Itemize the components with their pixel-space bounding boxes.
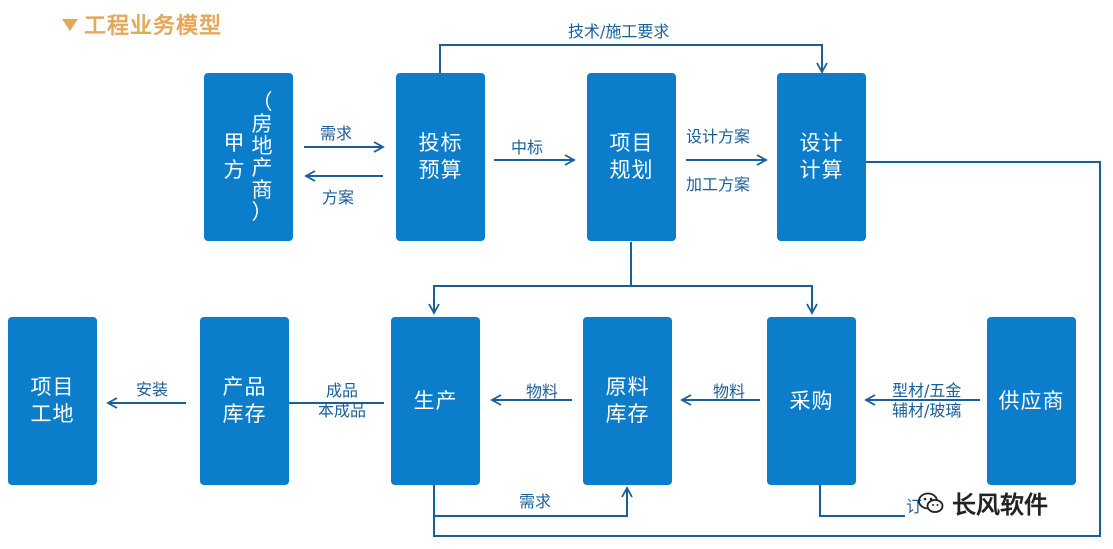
box-jiafang-paren: （ 房 地 产 商 ） bbox=[251, 90, 274, 224]
label-xuqiu: 需求 bbox=[320, 124, 353, 143]
label-chengpin: 成品 本成品 bbox=[318, 381, 367, 420]
label-wuliao-1: 物料 bbox=[526, 382, 559, 401]
box-yuanliao: 原料 库存 bbox=[583, 317, 672, 485]
box-toubiao: 投标 预算 bbox=[396, 73, 485, 241]
label-sheji-fangan: 设计方案 bbox=[686, 127, 751, 146]
label-wuliao-2: 物料 bbox=[713, 382, 746, 401]
line-dinggou bbox=[819, 485, 905, 517]
box-caigou: 采购 bbox=[767, 317, 856, 485]
arrow-guihua-caigou bbox=[631, 285, 818, 315]
box-xiangmu-guihua: 项目 规划 bbox=[587, 73, 676, 241]
box-chanpin: 产品 库存 bbox=[200, 317, 289, 485]
box-shengchan: 生产 bbox=[391, 317, 480, 485]
label-xingcai: 型材/五金 辅材/玻璃 bbox=[892, 381, 962, 420]
box-jiafang: 甲 方 （ 房 地 产 商 ） bbox=[204, 73, 293, 241]
arrow-guihua-shengchan bbox=[428, 242, 632, 315]
label-jiagong-fangan: 加工方案 bbox=[686, 175, 751, 194]
box-sheji: 设计 计算 bbox=[777, 73, 866, 241]
wechat-icon bbox=[918, 492, 944, 513]
triangle-down-icon bbox=[62, 19, 78, 31]
watermark: 长风软件 bbox=[918, 485, 1048, 520]
label-fangan: 方案 bbox=[322, 188, 355, 207]
line-sheji-loop bbox=[433, 161, 1101, 537]
page-title: 工程业务模型 bbox=[62, 8, 222, 40]
label-jishu: 技术/施工要求 bbox=[568, 22, 670, 41]
box-xiangmu-gongdi: 项目 工地 bbox=[8, 317, 97, 485]
arrow-jishu bbox=[439, 44, 828, 74]
label-xuqiu-2: 需求 bbox=[519, 492, 552, 511]
label-anzhuang: 安装 bbox=[136, 380, 169, 399]
watermark-text: 长风软件 bbox=[952, 491, 1048, 519]
box-jiafang-main: 甲 方 bbox=[223, 131, 246, 182]
label-zhongbiao: 中标 bbox=[511, 138, 544, 157]
box-gongying: 供应商 bbox=[987, 317, 1076, 485]
label-dinggou: 订 bbox=[906, 497, 923, 516]
